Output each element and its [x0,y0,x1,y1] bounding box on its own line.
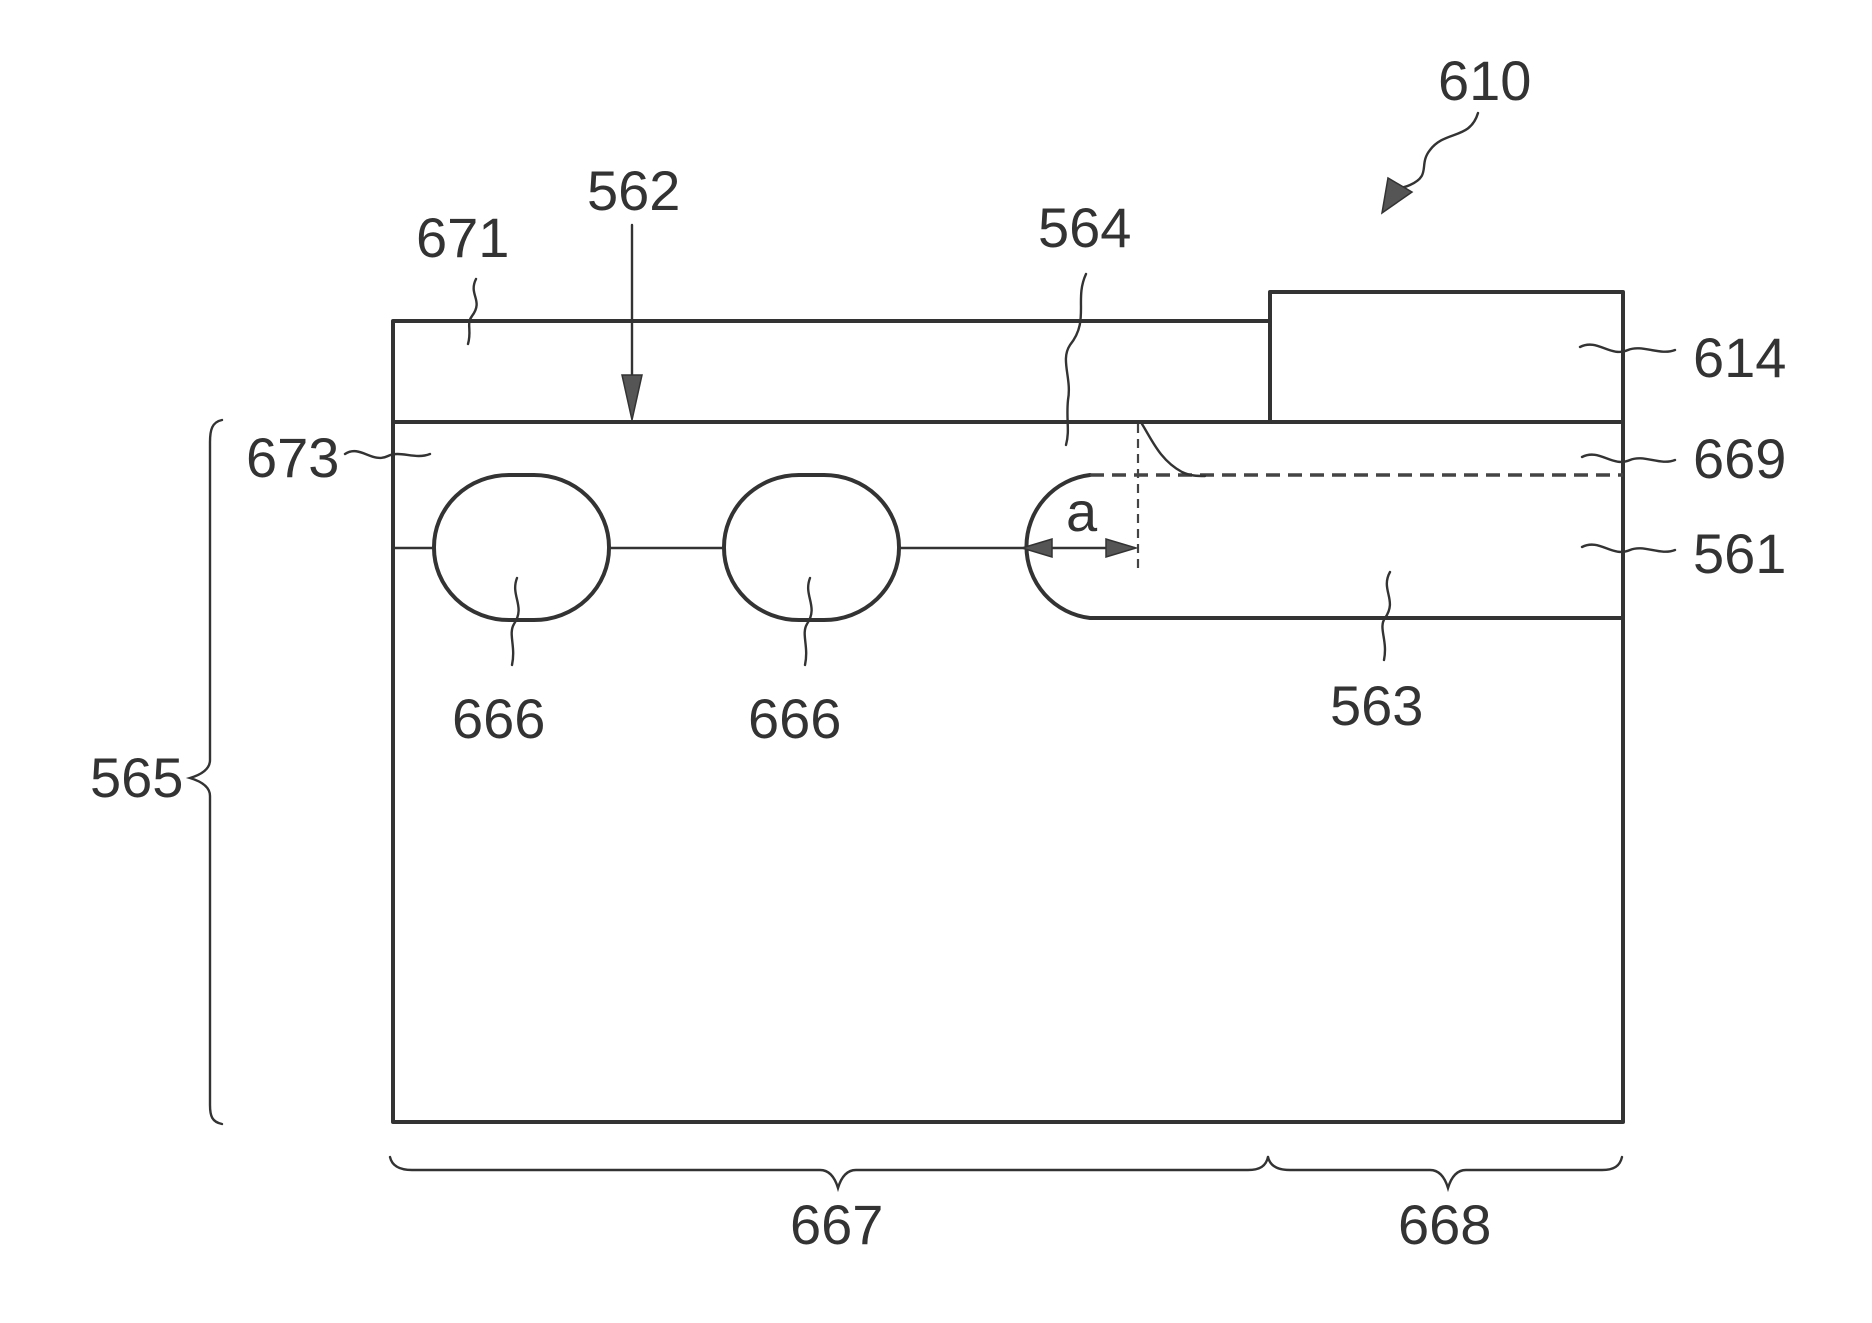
leader-669-hook [1142,424,1205,476]
label-a: a [1066,480,1098,543]
leader-561 [1582,545,1675,552]
label-565: 565 [90,746,183,809]
leader-564 [1066,274,1086,445]
label-562: 562 [587,159,680,222]
leader-614 [1580,345,1675,352]
bracket-565 [190,420,222,1124]
arrow-562-head [622,375,642,420]
label-564: 564 [1038,196,1131,259]
label-671: 671 [416,206,509,269]
layer-671 [393,321,1270,422]
substrate-body [393,422,1623,1122]
leader-673 [345,451,430,458]
bracket-667 [390,1157,1268,1188]
leader-671 [468,279,477,344]
label-668: 668 [1398,1193,1491,1256]
cavity-666-right [724,475,899,620]
cavity-666-left [434,475,609,620]
label-666-left: 666 [452,687,545,750]
arrow-610-head [1382,178,1412,213]
label-667: 667 [790,1193,883,1256]
label-614: 614 [1693,326,1786,389]
label-669: 669 [1693,427,1786,490]
bracket-668 [1268,1157,1622,1188]
leader-669 [1582,455,1675,462]
label-673: 673 [246,426,339,489]
label-610: 610 [1438,49,1531,112]
label-561: 561 [1693,522,1786,585]
label-666-right: 666 [748,687,841,750]
block-614 [1270,292,1623,422]
distance-a-arrowhead-right [1106,539,1136,557]
label-563: 563 [1330,674,1423,737]
